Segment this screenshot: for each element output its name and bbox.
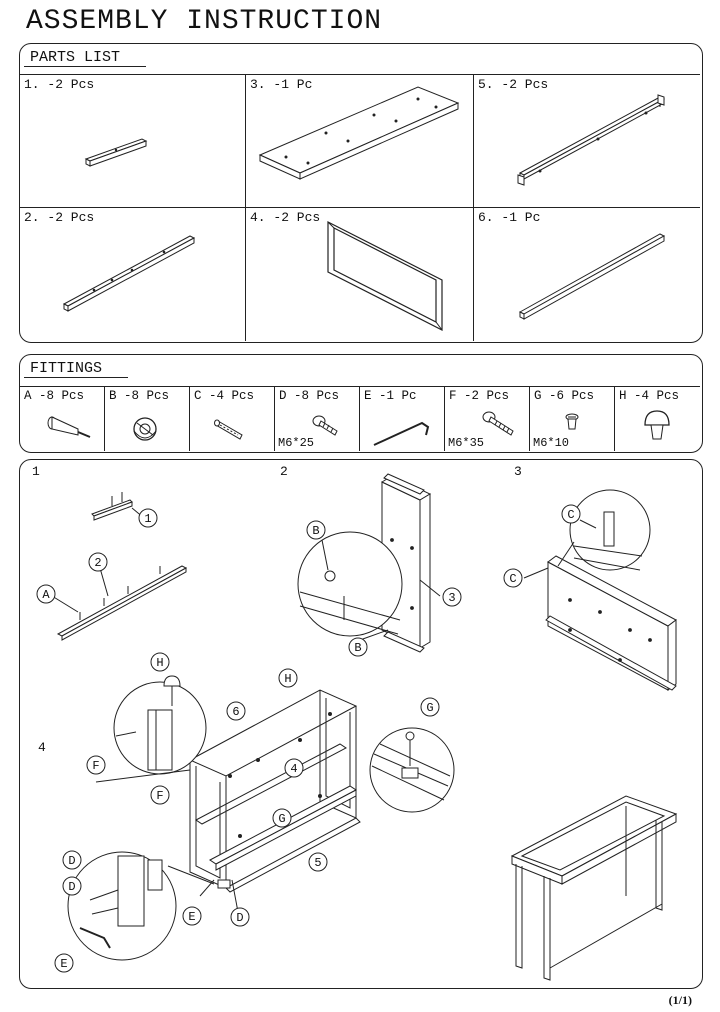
page-number: (1/1) xyxy=(668,993,692,1007)
step-2-diagram xyxy=(297,473,441,653)
fitting-h-cell: H -4 Pcs xyxy=(615,387,700,451)
fitting-f-spec: M6*35 xyxy=(448,436,485,450)
step-2-number: 2 xyxy=(280,464,288,479)
fittings-heading: FITTINGS xyxy=(24,360,129,378)
short-screw-icon xyxy=(565,413,579,430)
bolt-icon xyxy=(482,411,514,436)
wood-dowel-icon xyxy=(214,419,243,440)
part-6-label: 6. -1 Pc xyxy=(478,210,541,225)
part-1-label: 1. -2 Pcs xyxy=(24,77,95,92)
step-4-number: 4 xyxy=(38,740,46,755)
parts-list-heading: PARTS LIST xyxy=(24,49,147,67)
part-5-cell: 5. -2 Pcs xyxy=(474,75,700,208)
step-3-diagram xyxy=(523,489,677,691)
fitting-c-label: C -4 Pcs xyxy=(194,389,255,403)
parts-grid: 1. -2 Pcs 3. -1 Pc 5. -2 Pcs 2. -2 xyxy=(20,74,700,341)
back-panel-icon xyxy=(258,86,460,180)
callout-b: B xyxy=(312,524,319,538)
step-4-diagram xyxy=(67,675,455,961)
fitting-b-label: B -8 Pcs xyxy=(109,389,170,403)
part-3-cell: 3. -1 Pc xyxy=(246,75,474,208)
side-frame-icon xyxy=(327,221,443,331)
callout-d: D xyxy=(68,880,75,894)
fittings-panel: FITTINGS xyxy=(19,354,703,453)
callout-5: 5 xyxy=(314,856,321,870)
callout-g: G xyxy=(426,701,433,715)
fittings-grid: A -8 Pcs B -8 Pcs C -4 Pcs D -8 Pcs M6*2… xyxy=(20,386,700,451)
part-5-label: 5. -2 Pcs xyxy=(478,77,549,92)
fitting-f-cell: F -2 Pcs M6*35 xyxy=(445,387,530,451)
part-4-label: 4. -2 Pcs xyxy=(250,210,321,225)
part-1-cell: 1. -2 Pcs xyxy=(20,75,246,208)
fitting-h-label: H -4 Pcs xyxy=(619,389,680,403)
dowel-bolt-icon xyxy=(47,416,91,438)
callout-b: B xyxy=(354,641,361,655)
callout-d: D xyxy=(236,911,243,925)
callout-6: 6 xyxy=(232,705,239,719)
callout-c: C xyxy=(567,508,574,522)
callout-f: F xyxy=(156,789,163,803)
callout-3: 3 xyxy=(448,591,455,605)
callout-e: E xyxy=(60,957,67,971)
callouts xyxy=(36,504,581,973)
fitting-g-spec: M6*10 xyxy=(533,436,570,450)
step-1-diagram xyxy=(51,492,188,641)
callout-h: H xyxy=(284,672,291,686)
cross-bar-icon xyxy=(518,233,666,320)
part-6-cell: 6. -1 Pc xyxy=(474,208,700,341)
cam-lock-icon xyxy=(133,417,157,441)
callout-labels: 1 2 A B 3 B C C H H 6 G 4 F F G 5 D D E … xyxy=(42,508,574,971)
step-1-number: 1 xyxy=(32,464,40,479)
bracket-rail-icon xyxy=(517,94,666,186)
fitting-d-cell: D -8 Pcs M6*25 xyxy=(275,387,360,451)
fitting-g-label: G -6 Pcs xyxy=(534,389,595,403)
part-3-label: 3. -1 Pc xyxy=(250,77,313,92)
leveling-foot-icon xyxy=(644,410,670,440)
callout-h: H xyxy=(156,656,163,670)
fitting-d-label: D -8 Pcs xyxy=(279,389,340,403)
page-title: ASSEMBLY INSTRUCTION xyxy=(26,6,383,37)
callout-d: D xyxy=(68,854,75,868)
callout-e: E xyxy=(188,910,195,924)
fitting-e-cell: E -1 Pc xyxy=(360,387,445,451)
fitting-c-cell: C -4 Pcs xyxy=(190,387,275,451)
callout-a: A xyxy=(42,588,50,602)
callout-4: 4 xyxy=(290,762,297,776)
allen-key-icon xyxy=(373,421,430,446)
callout-f: F xyxy=(92,759,99,773)
part-4-cell: 4. -2 Pcs xyxy=(246,208,474,341)
callout-g: G xyxy=(278,812,285,826)
fitting-a-cell: A -8 Pcs xyxy=(20,387,105,451)
fitting-a-label: A -8 Pcs xyxy=(24,389,85,403)
bolt-icon xyxy=(312,415,338,436)
step-3-number: 3 xyxy=(514,464,522,479)
long-rail-icon xyxy=(62,235,196,312)
fitting-g-cell: G -6 Pcs M6*10 xyxy=(530,387,615,451)
callout-c: C xyxy=(509,572,516,586)
fitting-f-label: F -2 Pcs xyxy=(449,389,510,403)
part-2-cell: 2. -2 Pcs xyxy=(20,208,246,341)
finished-table-diagram xyxy=(510,795,678,981)
short-rail-icon xyxy=(84,138,148,167)
callout-1: 1 xyxy=(144,512,151,526)
parts-list-panel: PARTS LIST xyxy=(19,43,703,343)
callout-2: 2 xyxy=(94,556,101,570)
fitting-d-spec: M6*25 xyxy=(278,436,315,450)
fitting-e-label: E -1 Pc xyxy=(364,389,417,403)
fitting-b-cell: B -8 Pcs xyxy=(105,387,190,451)
part-2-label: 2. -2 Pcs xyxy=(24,210,95,225)
